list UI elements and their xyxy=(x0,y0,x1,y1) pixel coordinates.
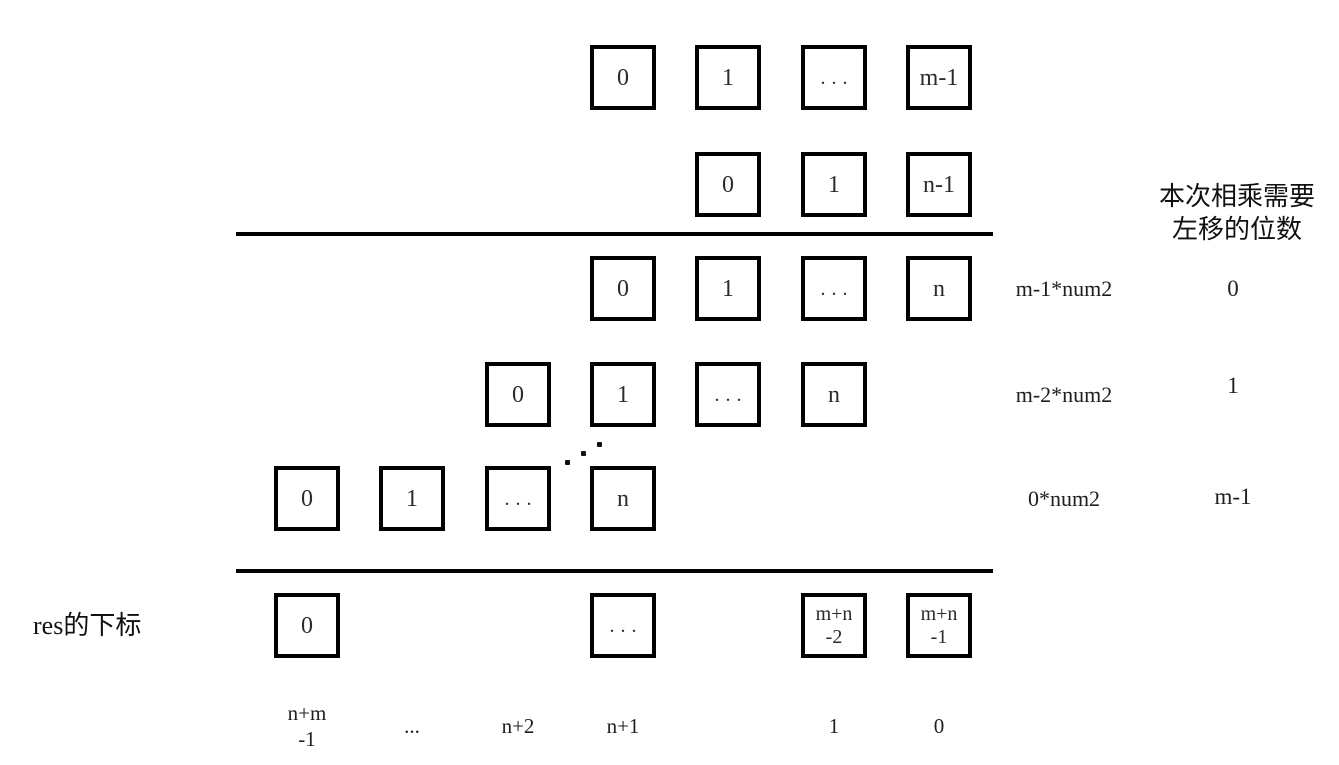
diagonal-ellipsis-icon xyxy=(565,460,570,465)
digit-box-result-digits-col0: 0 xyxy=(274,593,340,658)
shift-amount-partial-product-2: 1 xyxy=(1227,373,1239,398)
digit-box-label: n xyxy=(933,275,945,302)
digit-box-label: n xyxy=(617,485,629,512)
digit-box-label: n xyxy=(828,381,840,408)
digit-box-label: 0 xyxy=(617,64,629,91)
digit-box-label: 1 xyxy=(406,485,418,512)
digit-box-partial-product-last-col1: 1 xyxy=(379,466,445,531)
shift-amount-partial-product-last: m-1 xyxy=(1214,484,1252,509)
digit-box-result-digits-col6: m+n -1 xyxy=(906,593,972,658)
digit-box-label: m+n -2 xyxy=(815,602,853,648)
digit-box-label: m+n -1 xyxy=(920,602,958,648)
digit-box-num1-digits-col3: 0 xyxy=(590,45,656,110)
result-index-col6: 0 xyxy=(933,714,945,738)
digit-box-num1-digits-col6: m-1 xyxy=(906,45,972,110)
digit-box-partial-product-2-col2: 0 xyxy=(485,362,551,427)
digit-box-num1-digits-col4: 1 xyxy=(695,45,761,110)
product-label-partial-product-last: 0*num2 xyxy=(1027,486,1101,511)
result-index-col1: ... xyxy=(404,714,420,738)
digit-box-partial-product-2-col3: 1 xyxy=(590,362,656,427)
digit-box-partial-product-last-col3: n xyxy=(590,466,656,531)
digit-box-partial-product-1-col5: ... xyxy=(801,256,867,321)
digit-box-result-digits-col3: ... xyxy=(590,593,656,658)
digit-box-label: 0 xyxy=(617,275,629,302)
digit-box-label: 0 xyxy=(301,612,313,639)
digit-box-label: ... xyxy=(820,66,854,89)
digit-box-label: 0 xyxy=(301,485,313,512)
result-rule-line xyxy=(236,569,993,573)
digit-box-label: 1 xyxy=(617,381,629,408)
digit-box-label: 1 xyxy=(722,275,734,302)
product-label-partial-product-1: m-1*num2 xyxy=(1015,276,1113,301)
result-index-col0: n+m -1 xyxy=(287,701,327,751)
digit-box-label: 1 xyxy=(828,171,840,198)
digit-box-partial-product-2-col4: ... xyxy=(695,362,761,427)
shift-amount-partial-product-1: 0 xyxy=(1227,276,1239,301)
digit-box-label: ... xyxy=(714,383,748,406)
result-index-col3: n+1 xyxy=(606,714,640,738)
digit-box-partial-product-last-col2: ... xyxy=(485,466,551,531)
digit-box-label: n-1 xyxy=(923,171,955,198)
digit-box-num2-digits-col4: 0 xyxy=(695,152,761,217)
digit-box-result-digits-col5: m+n -2 xyxy=(801,593,867,658)
digit-box-label: ... xyxy=(609,614,643,637)
digit-box-label: ... xyxy=(820,277,854,300)
shift-column-heading: 本次相乘需要 左移的位数 xyxy=(1127,180,1339,246)
digit-box-label: ... xyxy=(504,487,538,510)
digit-box-partial-product-1-col3: 0 xyxy=(590,256,656,321)
multiplication-rule-line xyxy=(236,232,993,236)
digit-box-num2-digits-col5: 1 xyxy=(801,152,867,217)
digit-box-partial-product-last-col0: 0 xyxy=(274,466,340,531)
shift-column-heading-line2: 左移的位数 xyxy=(1171,215,1302,244)
digit-box-num1-digits-col5: ... xyxy=(801,45,867,110)
shift-column-heading-line1: 本次相乘需要 xyxy=(1158,182,1315,211)
digit-box-partial-product-1-col4: 1 xyxy=(695,256,761,321)
product-label-partial-product-2: m-2*num2 xyxy=(1015,382,1113,407)
digit-box-label: 0 xyxy=(512,381,524,408)
digit-box-partial-product-2-col5: n xyxy=(801,362,867,427)
digit-box-partial-product-1-col6: n xyxy=(906,256,972,321)
digit-box-num2-digits-col6: n-1 xyxy=(906,152,972,217)
result-index-col5: 1 xyxy=(828,714,840,738)
result-index-col2: n+2 xyxy=(501,714,535,738)
digit-box-label: 0 xyxy=(722,171,734,198)
digit-box-label: 1 xyxy=(722,64,734,91)
result-index-label: res的下标 xyxy=(33,611,142,640)
digit-box-label: m-1 xyxy=(919,64,959,91)
